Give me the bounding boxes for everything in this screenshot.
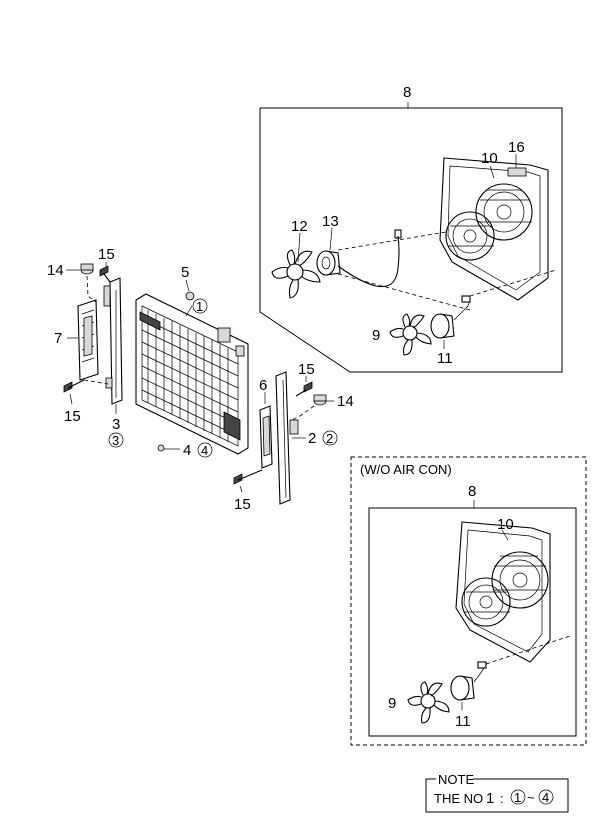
note-to: 4 (542, 790, 549, 805)
note-tilde: ~ (527, 790, 535, 805)
callout-8-top: 8 (403, 84, 411, 101)
callout-11-top: 11 (437, 350, 453, 367)
bracket-2 (275, 371, 299, 505)
circle-mark-1-label: 1 (196, 299, 203, 314)
fan-shroud-upper: 16 10 (439, 139, 549, 301)
motor-11-lower (450, 661, 487, 701)
callout-15-right-bottom: 15 (234, 496, 251, 513)
callout-10-bottom: 10 (497, 516, 514, 533)
callout-14-right: 14 (337, 393, 354, 410)
fan-shroud-lower (455, 521, 551, 663)
callout-15-right-top: 15 (298, 361, 315, 378)
fan-9-motor-11-upper: 9 11 (372, 269, 557, 367)
woac-label: (W/O AIR CON) (360, 462, 452, 477)
circle-mark-2 (322, 430, 338, 446)
fan-9-upper (389, 313, 432, 356)
air-guide-6 (259, 405, 273, 469)
callout-10-top: 10 (481, 150, 498, 167)
callout-15-left-bottom: 15 (64, 408, 81, 425)
callout-8-bottom: 8 (468, 483, 476, 500)
callout-6: 6 (259, 377, 267, 394)
drain-plug-5 (185, 291, 195, 301)
note-colon: : (500, 791, 504, 806)
air-guide-7 (77, 299, 99, 381)
motor-wire (337, 235, 400, 288)
note-from: 1 (514, 790, 521, 805)
note-digit: 1 (486, 790, 494, 807)
label-16 (507, 167, 527, 177)
note-circle-to (538, 789, 554, 805)
callout-11-bottom: 11 (455, 713, 471, 730)
circle-mark-4 (197, 442, 213, 458)
fan-12-motor-13: 12 13 (271, 213, 471, 311)
callout-12: 12 (291, 218, 308, 235)
bolt-15-right-top (295, 381, 313, 397)
bracket-3 (103, 277, 123, 405)
circle-mark-2-label: 2 (326, 431, 333, 446)
radiator (135, 291, 249, 455)
circle-mark-3 (108, 432, 124, 448)
bolt-15-left-top (99, 265, 111, 283)
callout-14-left: 14 (47, 262, 64, 279)
callout-13: 13 (322, 213, 339, 230)
note-prefix: THE NO (434, 791, 483, 806)
note-circle-from (510, 789, 526, 805)
callout-16: 16 (508, 139, 525, 156)
bolt-15-right-bottom (233, 469, 263, 485)
callout-4: 4 (183, 442, 191, 459)
motor-13 (316, 250, 341, 276)
fan-assembly-box-with-ac: 8 (259, 84, 563, 373)
note-title: NOTE (438, 772, 474, 787)
circle-mark-3-label: 3 (112, 433, 119, 448)
callout-3: 3 (112, 416, 120, 433)
without-aircon-section: (W/O AIR CON) 8 (350, 456, 587, 746)
circle-mark-4-label: 4 (201, 443, 208, 458)
callout-7: 7 (54, 330, 62, 347)
fan-12 (271, 249, 321, 299)
radiator-cap (217, 327, 231, 343)
callout-9-bottom: 9 (388, 695, 396, 712)
fan-9-motor-11-lower: 9 11 (388, 635, 571, 730)
fan-9-lower (407, 681, 450, 724)
callout-15-left-top: 15 (98, 246, 115, 263)
bolt-15-left-bottom (63, 379, 85, 393)
plug-4 (157, 444, 165, 452)
circle-mark-1 (192, 298, 208, 314)
motor-11-upper (430, 295, 471, 339)
insulator-14-left (80, 263, 94, 275)
callout-5: 5 (181, 264, 189, 281)
callout-9-top: 9 (372, 327, 380, 344)
note-box: NOTE THE NO 1 : 1 ~ 4 (425, 772, 569, 813)
callout-2: 2 (308, 430, 316, 447)
insulator-14-right (313, 394, 327, 406)
